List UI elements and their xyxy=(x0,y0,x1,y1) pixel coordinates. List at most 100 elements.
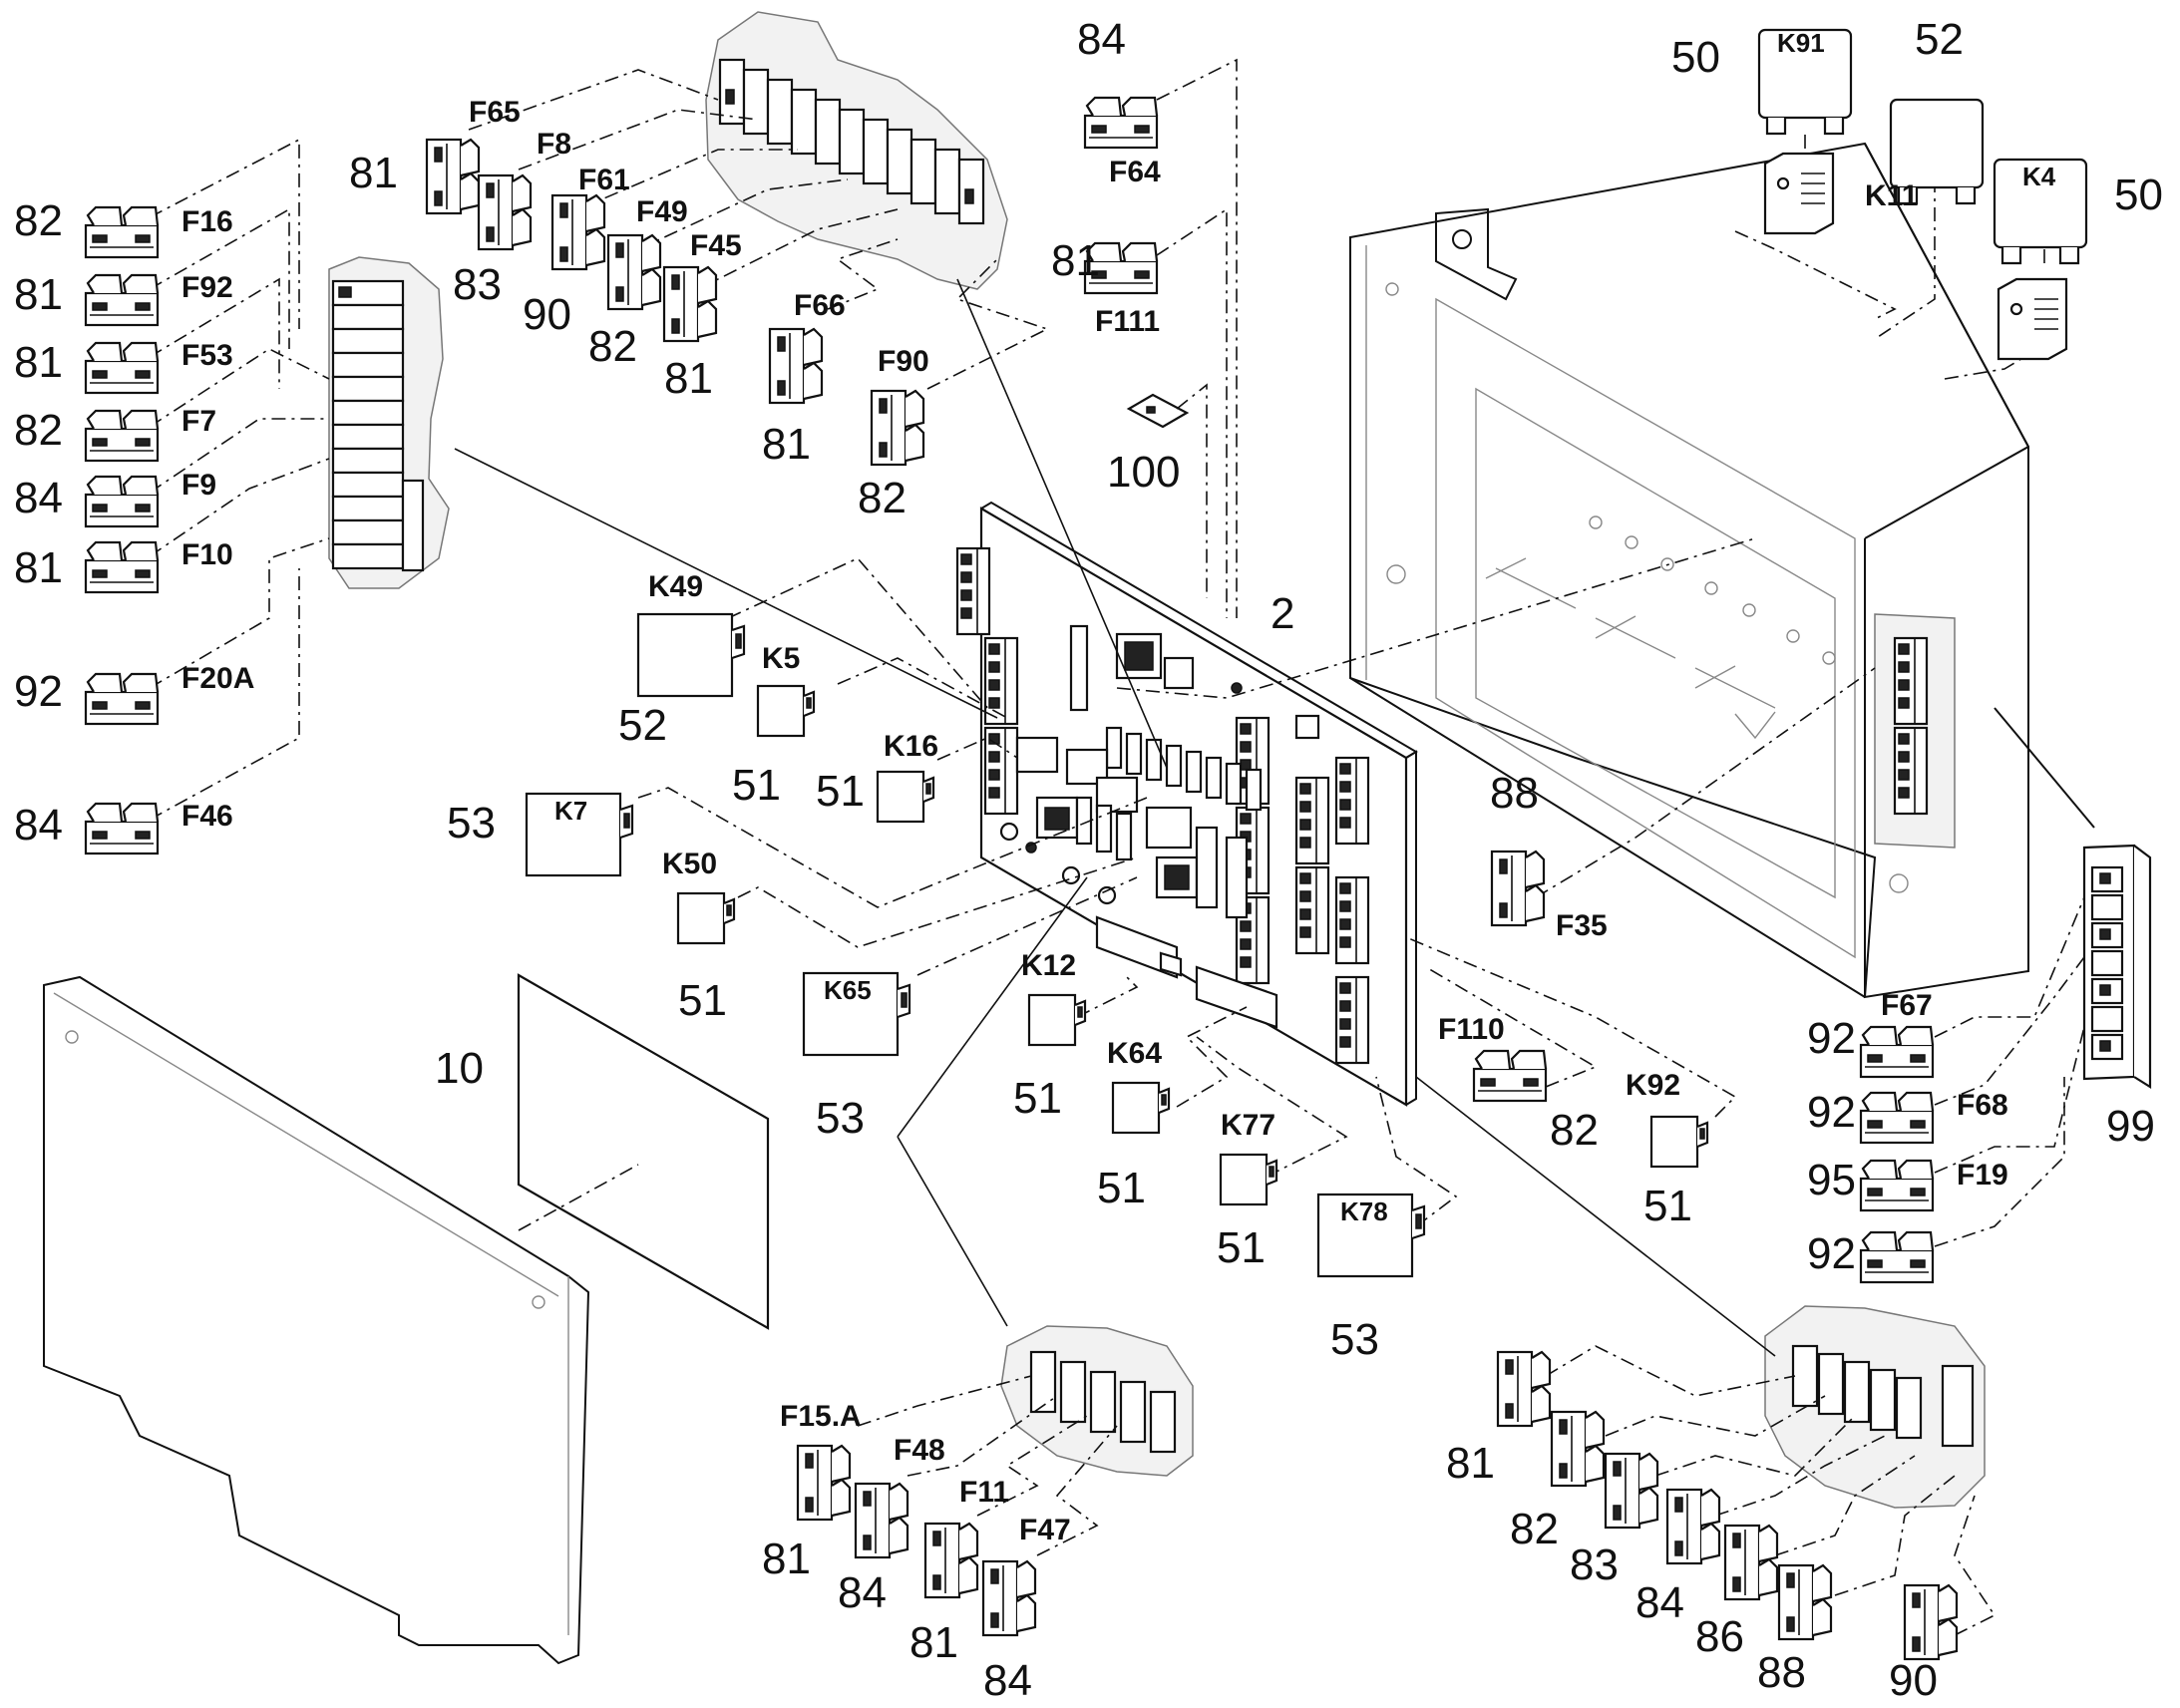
code-f66: F66 xyxy=(794,289,846,322)
num-f35: 88 xyxy=(1490,769,1539,818)
code-k5: K5 xyxy=(762,642,800,675)
num-f67: 92 xyxy=(1807,1014,1856,1063)
fuse-f8[interactable] xyxy=(477,173,533,251)
num-f66: 81 xyxy=(762,420,811,469)
code-f90: F90 xyxy=(878,345,929,378)
num-100: 100 xyxy=(1107,448,1180,497)
fuse-f19[interactable] xyxy=(1859,1159,1935,1212)
num-f68: 92 xyxy=(1807,1088,1856,1137)
code-f67: F67 xyxy=(1881,989,1933,1022)
relay-k12[interactable] xyxy=(1027,993,1087,1047)
fuse-f46[interactable] xyxy=(84,802,160,855)
num-br-82: 82 xyxy=(1510,1505,1559,1553)
fuse-f92[interactable] xyxy=(84,273,160,327)
connector-99 xyxy=(1994,707,2152,1089)
num-f8: 83 xyxy=(453,260,502,309)
fuse-f90[interactable] xyxy=(870,389,925,467)
callout-labels: F65 81 F8 83 F61 90 F49 82 F45 81 F66 81… xyxy=(14,15,2163,1705)
fuse-br-82[interactable] xyxy=(1550,1410,1606,1488)
code-k77: K77 xyxy=(1221,1109,1275,1142)
fuse-f110[interactable] xyxy=(1472,1049,1548,1103)
code-f61: F61 xyxy=(578,164,630,196)
fuse-br-90[interactable] xyxy=(1903,1583,1959,1661)
fuse-br-84[interactable] xyxy=(1665,1488,1721,1565)
fuse-br-88[interactable] xyxy=(1777,1563,1833,1641)
fuse-br-86[interactable] xyxy=(1723,1524,1779,1601)
fuse-f53[interactable] xyxy=(84,341,160,395)
relay-k49[interactable] xyxy=(636,612,746,698)
fuse-f11[interactable] xyxy=(923,1522,979,1599)
fuse-f9[interactable] xyxy=(84,475,160,528)
fuse-f65[interactable] xyxy=(425,138,481,215)
relay-socket-1 xyxy=(1763,152,1835,235)
num-f61: 90 xyxy=(523,290,571,339)
fuse-f47[interactable] xyxy=(981,1559,1037,1637)
relay-k77[interactable] xyxy=(1219,1153,1278,1206)
code-f20a: F20A xyxy=(182,662,254,695)
num-cover-plate: 10 xyxy=(435,1044,484,1093)
code-f110: F110 xyxy=(1438,1013,1505,1046)
relay-k5[interactable] xyxy=(756,684,816,738)
num-k64: 51 xyxy=(1097,1164,1146,1212)
code-k4: K4 xyxy=(2022,162,2056,191)
code-f47: F47 xyxy=(1019,1514,1071,1546)
fuse-br-83[interactable] xyxy=(1604,1452,1659,1530)
code-f19: F19 xyxy=(1957,1159,2008,1192)
code-k11: K11 xyxy=(1865,179,1918,212)
fuse-f20a[interactable] xyxy=(84,672,160,726)
num-f7: 82 xyxy=(14,406,63,455)
fuse-f67[interactable] xyxy=(1859,1025,1935,1079)
fuse-f10[interactable] xyxy=(84,540,160,594)
code-f7: F7 xyxy=(182,405,216,438)
code-k12: K12 xyxy=(1021,949,1076,982)
num-f49: 82 xyxy=(588,322,637,371)
num-f47: 84 xyxy=(983,1656,1032,1705)
relay-k92[interactable] xyxy=(1649,1115,1709,1169)
fuse-f15a[interactable] xyxy=(796,1444,852,1522)
code-k50: K50 xyxy=(662,848,717,880)
code-f16: F16 xyxy=(182,205,233,238)
num-f53: 81 xyxy=(14,338,63,387)
code-f46: F46 xyxy=(182,800,233,833)
fuse-f68[interactable] xyxy=(1859,1091,1935,1145)
num-br-84: 84 xyxy=(1635,1578,1684,1627)
fuse-br-81[interactable] xyxy=(1496,1350,1552,1428)
num-f11: 81 xyxy=(909,1618,958,1667)
code-k64: K64 xyxy=(1107,1037,1162,1070)
fuse-f49[interactable] xyxy=(606,233,662,311)
num-f111: 81 xyxy=(1051,236,1100,285)
num-k77: 51 xyxy=(1217,1223,1266,1272)
relay-socket-2 xyxy=(1997,277,2068,361)
code-k7: K7 xyxy=(554,796,587,826)
code-k91: K91 xyxy=(1777,28,1825,58)
fuse-f-right-4[interactable] xyxy=(1859,1230,1935,1284)
relay-k64[interactable] xyxy=(1111,1081,1171,1135)
fuse-f66[interactable] xyxy=(768,327,824,405)
fuse-f48[interactable] xyxy=(854,1482,909,1559)
num-k5: 51 xyxy=(732,761,781,810)
code-k65: K65 xyxy=(824,975,872,1005)
code-f65: F65 xyxy=(469,96,521,129)
relay-k50[interactable] xyxy=(676,891,736,945)
num-f65: 81 xyxy=(349,149,398,197)
code-k78: K78 xyxy=(1340,1196,1388,1226)
num-f15a: 81 xyxy=(762,1535,811,1583)
code-f53: F53 xyxy=(182,339,233,372)
code-k92: K92 xyxy=(1626,1069,1680,1102)
fuse-f7[interactable] xyxy=(84,409,160,463)
main-circuit-board xyxy=(955,501,1418,1107)
relay-k16[interactable] xyxy=(876,770,935,824)
code-k16: K16 xyxy=(884,730,938,763)
fuse-f64[interactable] xyxy=(1083,96,1159,150)
code-f11: F11 xyxy=(959,1476,1009,1509)
fuse-f45[interactable] xyxy=(662,265,718,343)
num-k49: 52 xyxy=(618,701,667,750)
code-f8: F8 xyxy=(537,128,571,161)
fuse-f61[interactable] xyxy=(550,193,606,271)
num-f90: 82 xyxy=(858,474,907,522)
fuse-f16[interactable] xyxy=(84,205,160,259)
code-f68: F68 xyxy=(1957,1089,2008,1122)
left-fuse-carrier xyxy=(328,256,450,589)
fuse-f35[interactable] xyxy=(1490,850,1546,927)
